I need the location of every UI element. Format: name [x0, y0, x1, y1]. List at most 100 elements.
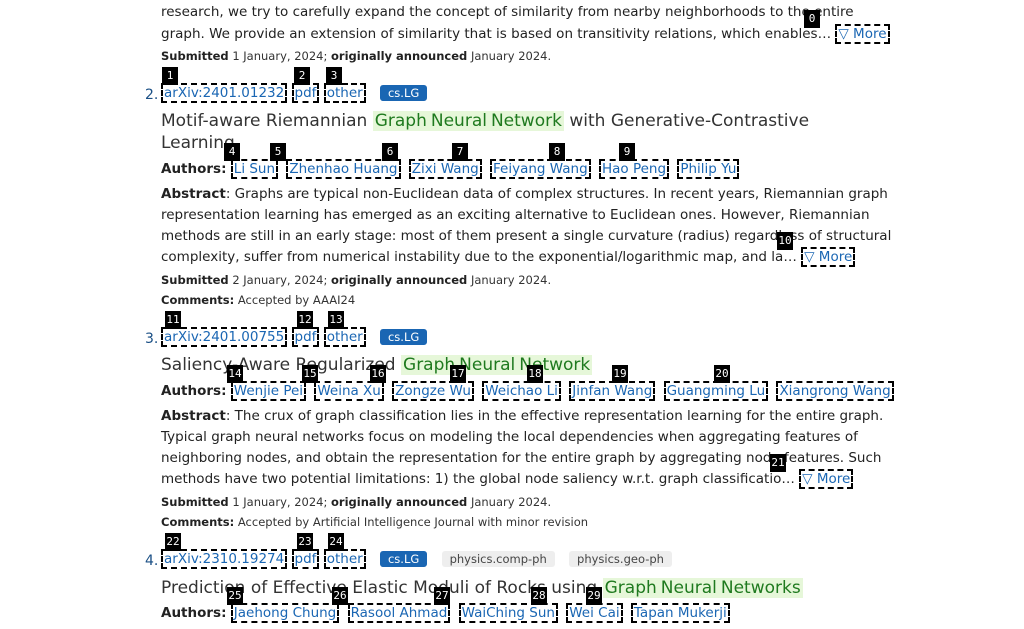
- entry-number: 2.: [145, 87, 159, 103]
- title-text: with Generative-Contrastive: [569, 111, 810, 131]
- abstract-text: Abstract: Graphs are typical non-Euclide…: [161, 186, 888, 202]
- other-link[interactable]: other: [323, 83, 366, 103]
- abstract-text: methods are still in an early stage: mos…: [161, 228, 892, 244]
- author-link[interactable]: Guangming Lu: [663, 381, 769, 401]
- pdf-link[interactable]: pdf: [291, 327, 320, 347]
- marker-29: 29: [586, 587, 602, 605]
- authors-label: Authors:: [161, 161, 227, 177]
- marker-15: 15: [302, 365, 318, 383]
- author-link[interactable]: Hao Peng: [598, 159, 670, 179]
- marker-4: 4: [224, 143, 240, 161]
- author-link[interactable]: Weichao Li: [482, 381, 561, 401]
- author-link[interactable]: Wei Cai: [566, 603, 623, 623]
- submitted-line: Submitted 2 January, 2024; originally an…: [161, 273, 551, 287]
- submitted-date: 1 January, 2024;: [232, 49, 328, 63]
- author-link[interactable]: Philip Yu: [677, 159, 740, 179]
- abstract-text: representation learning has emerged as a…: [161, 207, 870, 223]
- submitted-line: Submitted 1 January, 2024; originally an…: [161, 49, 551, 63]
- marker-10: 10: [777, 232, 793, 250]
- marker-27: 27: [434, 587, 450, 605]
- marker-2: 2: [294, 67, 310, 85]
- submitted-line: Submitted 1 January, 2024; originally an…: [161, 495, 551, 509]
- paper-title-line2: Learning: [161, 133, 235, 153]
- marker-12: 12: [297, 311, 313, 329]
- abstract-text: complexity, suffer from numerical instab…: [161, 247, 856, 267]
- announced-date: January 2024.: [470, 495, 552, 509]
- title-highlight: Neural: [658, 578, 719, 598]
- entry-number: 4.: [145, 553, 159, 569]
- authors-label: Authors:: [161, 605, 227, 621]
- authors-row: Authors: Li Sun Zhenhao Huang Zixi Wang …: [161, 159, 743, 179]
- announced-date: January 2024.: [470, 273, 552, 287]
- authors-row: Authors: Jaehong Chung Rasool Ahmad WaiC…: [161, 603, 734, 623]
- marker-23: 23: [297, 533, 313, 551]
- title-text: Saliency-Aware Regularized: [161, 355, 396, 375]
- abstract-text: graph. We provide an extension of simila…: [161, 24, 890, 44]
- author-link[interactable]: Zongze Wu: [392, 381, 474, 401]
- marker-20: 20: [714, 365, 730, 383]
- comments-line: Comments: Accepted by AAAI24: [161, 293, 355, 307]
- marker-11: 11: [165, 311, 181, 329]
- author-link[interactable]: Jinfan Wang: [569, 381, 656, 401]
- title-highlight: Neural: [428, 111, 489, 131]
- announced-label: originally announced: [331, 49, 468, 63]
- abstract-line: complexity, suffer from numerical instab…: [161, 249, 797, 265]
- author-link[interactable]: Weina Xu: [314, 381, 384, 401]
- abstract-text: neighboring nodes, and obtain the repres…: [161, 450, 882, 466]
- author-link[interactable]: Tapan Mukerji: [630, 603, 730, 623]
- title-highlight: Graph: [401, 355, 458, 375]
- other-link[interactable]: other: [323, 327, 366, 347]
- pdf-link[interactable]: pdf: [291, 83, 320, 103]
- author-link[interactable]: Li Sun: [230, 159, 279, 179]
- category-tag[interactable]: cs.LG: [379, 551, 428, 567]
- abstract-line: : The crux of graph classification lies …: [225, 408, 884, 424]
- pdf-link[interactable]: pdf: [291, 549, 320, 569]
- arxiv-id-link[interactable]: arXiv:2310.19274: [161, 549, 288, 569]
- marker-22: 22: [165, 533, 181, 551]
- announced-label: originally announced: [331, 273, 468, 287]
- author-link[interactable]: Zhenhao Huang: [286, 159, 401, 179]
- author-link[interactable]: Zixi Wang: [408, 159, 482, 179]
- author-link[interactable]: Rasool Ahmad: [347, 603, 451, 623]
- title-text: Prediction of Effective Elastic Moduli o…: [161, 578, 598, 598]
- marker-1: 1: [162, 67, 178, 85]
- entry-links: arXiv:2401.01232 pdf other cs.LG: [161, 83, 428, 103]
- abstract-label: Abstract: [161, 408, 226, 424]
- marker-28: 28: [531, 587, 547, 605]
- category-tag[interactable]: physics.geo-ph: [569, 551, 672, 567]
- abstract-text: Abstract: The crux of graph classificati…: [161, 408, 883, 424]
- author-link[interactable]: Feiyang Wang: [490, 159, 591, 179]
- comments-text: Accepted by Artificial Intelligence Jour…: [237, 515, 589, 529]
- category-tag[interactable]: cs.LG: [379, 329, 428, 345]
- marker-19: 19: [612, 365, 628, 383]
- more-button[interactable]: ▽ More: [835, 24, 890, 44]
- category-tag[interactable]: physics.comp-ph: [441, 551, 555, 567]
- author-link[interactable]: Xiangrong Wang: [776, 381, 894, 401]
- arxiv-id-link[interactable]: arXiv:2401.00755: [161, 327, 288, 347]
- abstract-label: Abstract: [161, 186, 226, 202]
- entry-links: arXiv:2310.19274 pdf other cs.LG physics…: [161, 549, 672, 569]
- other-link[interactable]: other: [323, 549, 366, 569]
- author-link[interactable]: Wenjie Pei: [230, 381, 307, 401]
- announced-date: January 2024.: [470, 49, 552, 63]
- abstract-line: graph. We provide an extension of simila…: [161, 26, 832, 42]
- more-button[interactable]: ▽ More: [799, 469, 854, 489]
- abstract-text: research, we try to carefully expand the…: [161, 4, 854, 20]
- submitted-label: Submitted: [161, 49, 229, 63]
- title-highlight: Graph: [602, 578, 659, 598]
- abstract-text: Typical graph neural networks focus on m…: [161, 429, 858, 445]
- author-link[interactable]: WaiChing Sun: [458, 603, 558, 623]
- author-link[interactable]: Jaehong Chung: [230, 603, 340, 623]
- arxiv-id-link[interactable]: arXiv:2401.01232: [161, 83, 288, 103]
- entry-number: 3.: [145, 331, 159, 347]
- more-button[interactable]: ▽ More: [801, 247, 856, 267]
- announced-label: originally announced: [331, 495, 468, 509]
- title-highlight: Graph: [372, 111, 429, 131]
- marker-5: 5: [270, 143, 286, 161]
- category-tag[interactable]: cs.LG: [379, 85, 428, 101]
- authors-label: Authors:: [161, 383, 227, 399]
- submitted-label: Submitted: [161, 273, 229, 287]
- comments-label: Comments:: [161, 515, 235, 529]
- title-highlight: Neural: [457, 355, 518, 375]
